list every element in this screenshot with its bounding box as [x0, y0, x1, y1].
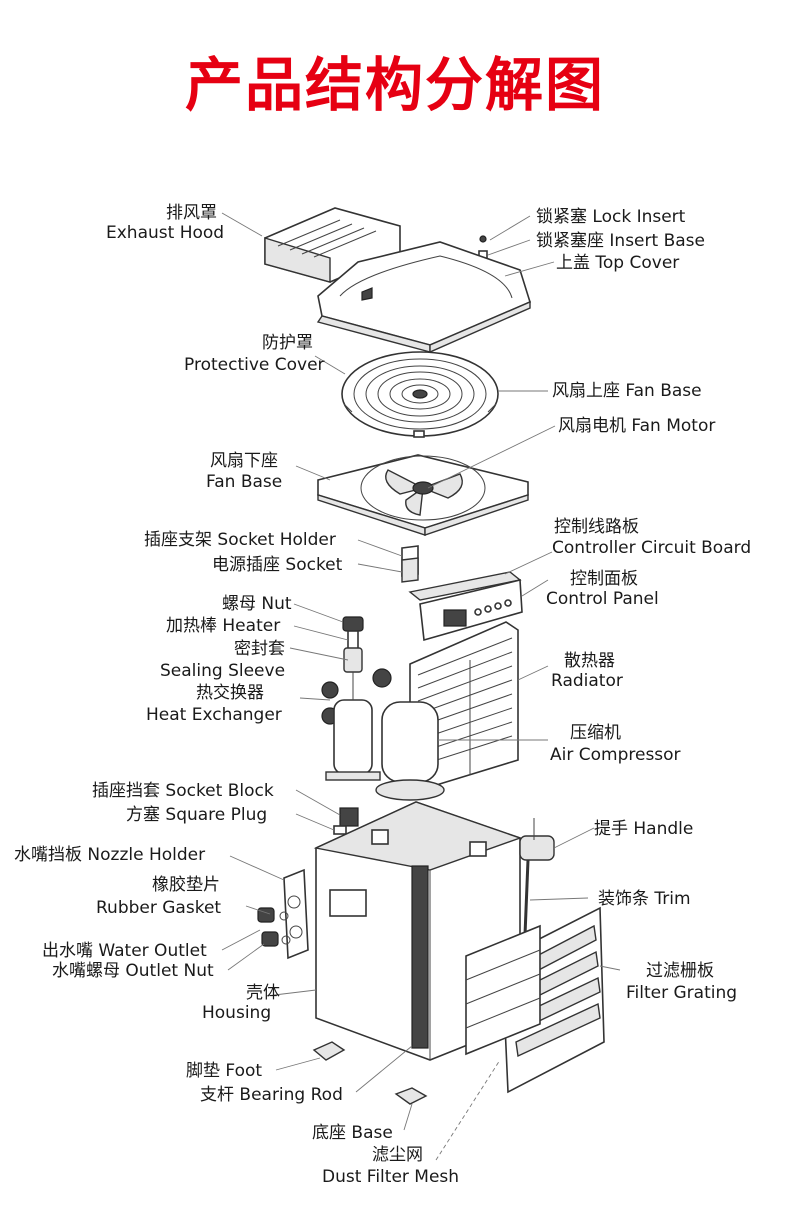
- label-bearing-rod: 支杆 Bearing Rod: [200, 1085, 343, 1105]
- label-insert-base: 锁紧塞座 Insert Base: [536, 231, 705, 251]
- label-trim: 装饰条 Trim: [598, 889, 691, 909]
- foot-part: [312, 1041, 346, 1061]
- label-rubber-gasket-en: Rubber Gasket: [96, 898, 221, 918]
- nozzle-holder-part: [283, 868, 309, 960]
- leader-lines: [221, 212, 621, 1161]
- label-filter-grating-cn: 过滤栅板: [646, 961, 714, 981]
- heat-exchanger-part: [321, 672, 381, 781]
- label-radiator-cn: 散热器: [564, 651, 615, 671]
- label-exhaust-hood-en: Exhaust Hood: [106, 223, 224, 243]
- part-labels: 排风罩 Exhaust Hood 锁紧塞 Lock Insert 锁紧塞座 In…: [14, 203, 751, 1187]
- label-socket-block: 插座挡套 Socket Block: [92, 781, 274, 801]
- label-control-panel-en: Control Panel: [546, 589, 659, 609]
- air-compressor-part: [375, 701, 445, 801]
- label-exhaust-hood-cn: 排风罩: [166, 203, 217, 223]
- page-title: 产品结构分解图: [184, 51, 605, 119]
- label-outlet-nut: 水嘴螺母 Outlet Nut: [52, 961, 214, 981]
- socket-holder-part: [401, 545, 419, 583]
- label-protective-cover-en: Protective Cover: [184, 355, 325, 375]
- water-outlet-part: [257, 907, 291, 947]
- label-dust-filter-mesh-en: Dust Filter Mesh: [322, 1167, 459, 1187]
- label-housing-cn: 壳体: [246, 983, 280, 1003]
- label-foot: 脚垫 Foot: [186, 1061, 262, 1081]
- label-radiator-en: Radiator: [551, 671, 623, 691]
- label-fan-base-lower-cn: 风扇下座: [210, 451, 278, 471]
- label-filter-grating-en: Filter Grating: [626, 983, 737, 1003]
- label-lock-insert: 锁紧塞 Lock Insert: [536, 207, 686, 227]
- fan-base-part: [317, 454, 529, 536]
- base-part: [394, 1087, 428, 1105]
- label-air-compressor-en: Air Compressor: [550, 745, 681, 765]
- label-socket-holder: 插座支架 Socket Holder: [144, 530, 336, 550]
- label-rubber-gasket-cn: 橡胶垫片: [152, 875, 220, 895]
- label-top-cover: 上盖 Top Cover: [556, 253, 679, 273]
- label-protective-cover-cn: 防护罩: [262, 333, 313, 353]
- label-fan-motor: 风扇电机 Fan Motor: [558, 416, 715, 436]
- label-sealing-sleeve-en: Sealing Sleeve: [160, 661, 285, 681]
- protective-cover-part: [341, 351, 499, 438]
- dust-filter-mesh-part: [465, 924, 541, 1056]
- label-control-panel-cn: 控制面板: [570, 569, 638, 589]
- label-nozzle-holder: 水嘴挡板 Nozzle Holder: [14, 845, 205, 865]
- label-air-compressor-cn: 压缩机: [570, 723, 621, 743]
- label-heat-exchanger-en: Heat Exchanger: [146, 705, 282, 725]
- label-fan-base-lower-en: Fan Base: [206, 472, 282, 492]
- label-housing-en: Housing: [202, 1003, 271, 1023]
- label-fan-base-upper: 风扇上座 Fan Base: [552, 381, 702, 401]
- label-handle: 提手 Handle: [594, 819, 693, 839]
- label-socket: 电源插座 Socket: [212, 555, 343, 575]
- label-square-plug: 方塞 Square Plug: [126, 805, 267, 825]
- label-heater: 加热棒 Heater: [166, 616, 280, 636]
- label-sealing-sleeve-cn: 密封套: [234, 639, 285, 659]
- label-controller-board-en: Controller Circuit Board: [552, 538, 751, 558]
- label-water-outlet: 出水嘴 Water Outlet: [42, 941, 207, 961]
- top-cover-part: [316, 241, 531, 354]
- label-controller-board-cn: 控制线路板: [554, 517, 639, 537]
- heater-part: [342, 616, 392, 688]
- label-dust-filter-mesh-cn: 滤尘网: [372, 1145, 423, 1165]
- label-heat-exchanger-cn: 热交换器: [196, 683, 264, 703]
- label-base: 底座 Base: [312, 1123, 393, 1143]
- handle-part: [519, 818, 555, 861]
- control-panel-part: [419, 578, 523, 642]
- label-nut: 螺母 Nut: [222, 594, 292, 614]
